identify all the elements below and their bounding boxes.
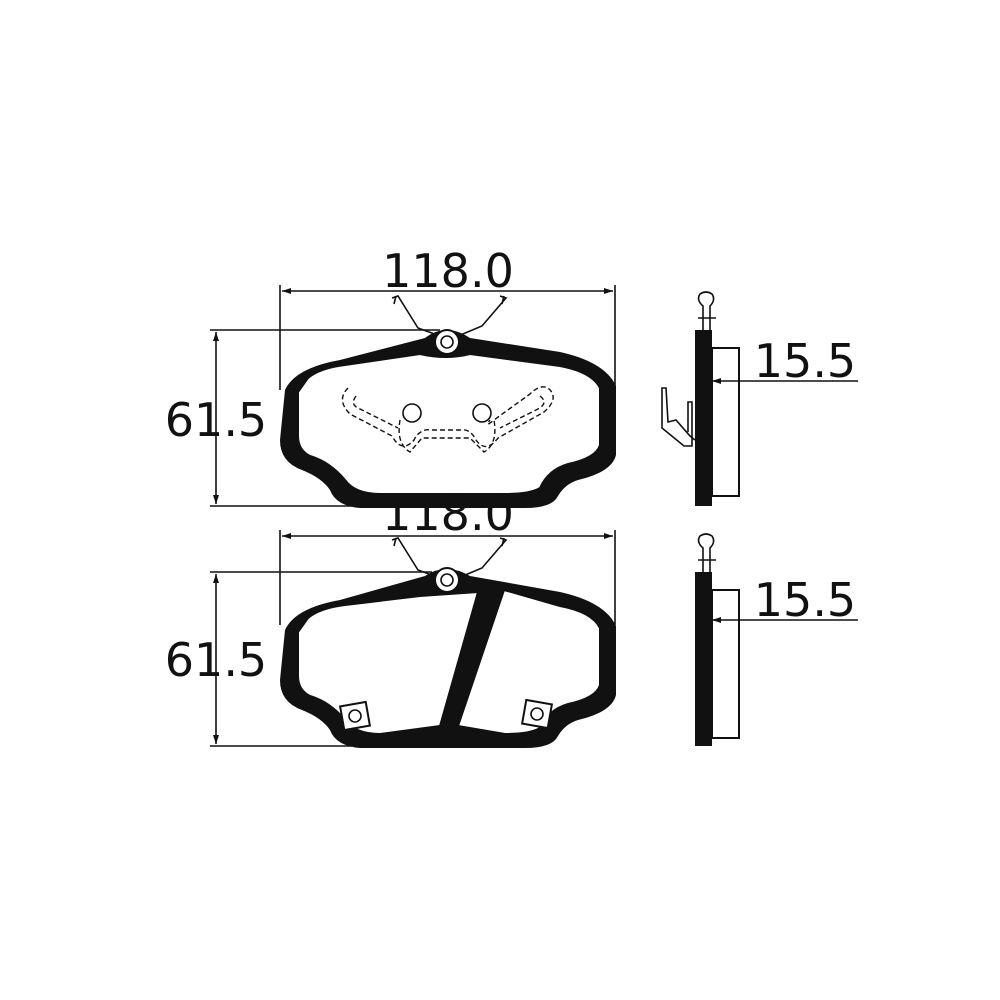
top-width-dimension: 118.0	[279, 244, 616, 390]
top-height-label: 61.5	[165, 393, 267, 447]
bottom-height-dimension: 61.5	[165, 571, 432, 747]
top-side-backing	[695, 330, 712, 506]
bottom-center-hole	[440, 573, 454, 587]
top-height-dimension: 61.5	[165, 329, 440, 507]
bottom-pad-front-view: 118.0 61.5	[165, 487, 616, 748]
bottom-width-label: 118.0	[382, 487, 514, 541]
bottom-side-clip	[697, 533, 716, 572]
bottom-side-friction	[711, 589, 740, 739]
bottom-thickness-label: 15.5	[754, 573, 856, 627]
bottom-side-backing	[695, 572, 712, 746]
top-spring-clip	[391, 295, 508, 337]
bottom-wear-indicator-right	[520, 698, 554, 730]
top-width-label: 118.0	[382, 244, 514, 298]
top-pad-side-view: 15.5	[661, 291, 858, 506]
bottom-pad-side-view: 15.5	[695, 533, 858, 746]
top-friction-surface	[297, 352, 601, 495]
top-center-hole	[440, 335, 454, 349]
bottom-center-boss	[434, 567, 460, 593]
top-side-wire	[661, 387, 696, 447]
bottom-friction-right	[456, 588, 601, 736]
top-pad-front-view: 118.0 61.5	[165, 244, 616, 508]
bottom-wear-indicator-left	[338, 700, 372, 732]
top-thickness-label: 15.5	[754, 334, 856, 388]
bottom-spring-clip	[391, 537, 508, 579]
top-side-friction	[711, 347, 740, 497]
top-side-clip	[697, 291, 716, 330]
bottom-width-dimension: 118.0	[279, 487, 616, 625]
bottom-height-label: 61.5	[165, 633, 267, 687]
top-hidden-spring	[341, 386, 554, 453]
top-center-boss	[434, 329, 460, 355]
